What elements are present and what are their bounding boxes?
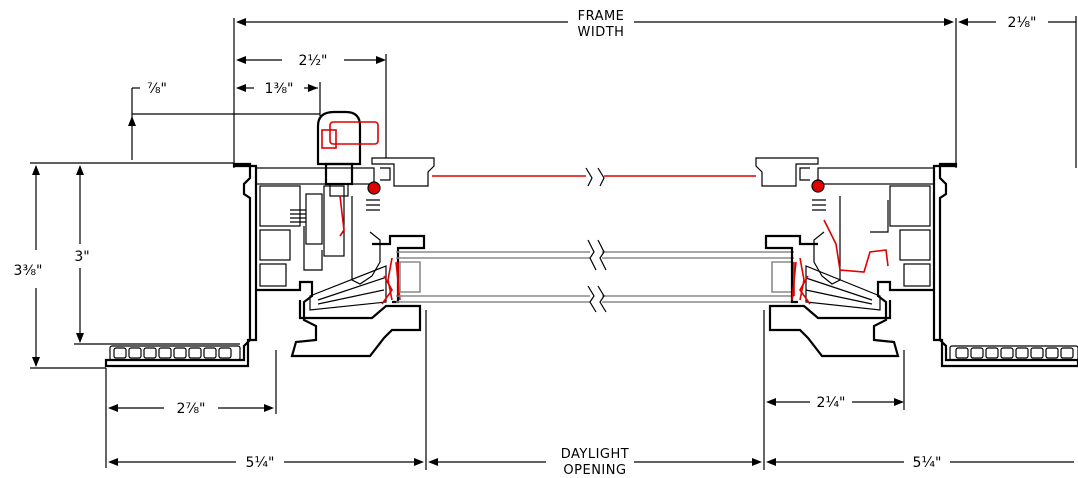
dim-top-right: 2⅛" — [1008, 15, 1037, 31]
dim-2-7-8: 2⅞" — [177, 401, 206, 417]
dim-7-8: ⅞" — [147, 81, 167, 97]
dim-2-1-4: 2¼" — [817, 395, 846, 411]
dim-1-3-8: 1⅜" — [265, 81, 294, 97]
dimension-lines — [30, 16, 1077, 470]
dim-5-1-4-right: 5¼" — [913, 455, 942, 471]
daylight-opening-label-line1: DAYLIGHT — [561, 447, 629, 462]
left-frame-section — [104, 110, 435, 368]
frame-width-label-line2: WIDTH — [578, 25, 625, 40]
right-frame-section — [755, 157, 1078, 368]
frame-width-label-line1: FRAME — [578, 9, 625, 24]
daylight-opening-label-line2: OPENING — [563, 463, 626, 478]
dim-3-3-8: 3⅜" — [14, 263, 43, 279]
glass-unit — [396, 167, 795, 313]
dim-2-1-2: 2½" — [299, 53, 328, 69]
drawing-labels: FRAME WIDTH DAYLIGHT OPENING — [561, 9, 629, 478]
dim-5-1-4-left: 5¼" — [246, 455, 275, 471]
dimension-values: 2⅛" 2½" ⅞" 1⅜" 3⅜" 3" 2⅞" 2¼" 5¼" 5¼" — [14, 15, 1037, 471]
dim-3: 3" — [74, 249, 89, 265]
